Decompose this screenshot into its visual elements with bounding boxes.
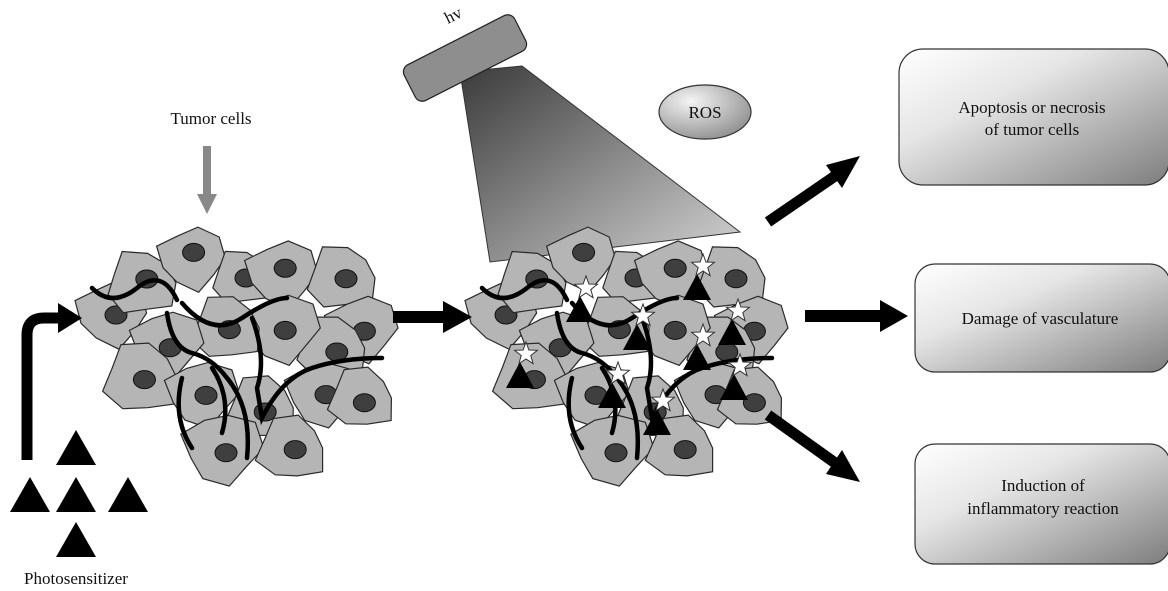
light-source-label: hv [441, 3, 465, 28]
photosensitizer-triangle [683, 344, 711, 370]
tumor-cluster-untreated [74, 226, 399, 487]
light-source [402, 14, 528, 102]
outcome-line: Induction of [1001, 476, 1085, 495]
ros-star [690, 322, 716, 347]
outcome-box-inflammation: Induction of inflammatory reaction [914, 443, 1168, 565]
cell-nucleus [182, 242, 206, 262]
photosensitizer-triangle [108, 477, 148, 512]
cell-nucleus [724, 269, 748, 289]
blood-vessel [639, 315, 775, 426]
outcome-line: Damage of vasculature [962, 309, 1119, 328]
cell-nucleus [132, 370, 156, 390]
ros-star [725, 297, 751, 322]
cell-nucleus [352, 393, 376, 413]
blood-vessel [89, 278, 180, 303]
blood-vessel [479, 278, 570, 303]
photosensitizer-triangle [506, 362, 534, 388]
light-beam [459, 65, 742, 263]
tumor-cluster-treated [464, 226, 789, 487]
photosensitizer-triangle [643, 409, 671, 435]
cell-nucleus [273, 320, 297, 340]
ros-star [630, 302, 656, 327]
ros-label: ROS [688, 103, 721, 122]
illumination-arrow [393, 301, 472, 333]
ros-star [650, 387, 676, 412]
outcome-arrow-inflammation [764, 410, 860, 482]
blood-vessel [176, 375, 195, 451]
tumor-cells-label: Tumor cells [170, 109, 251, 128]
cell-nucleus [283, 440, 307, 460]
photosensitizer-triangle [718, 319, 746, 345]
ros-star [727, 352, 753, 377]
cell-nucleus [273, 258, 297, 278]
photosensitizer-triangle [720, 374, 748, 400]
photosensitizer-triangle [598, 382, 626, 408]
blood-vessel [554, 310, 641, 461]
photosensitizer-triangle [10, 477, 50, 512]
photosensitizer-triangle [566, 296, 594, 322]
photosensitizer-triangle [683, 274, 711, 300]
ros-star [573, 274, 599, 299]
blood-vessel [164, 310, 251, 461]
cell-nucleus [194, 385, 218, 405]
photosensitizer-triangle [623, 324, 651, 350]
outcome-box-apoptosis: Apoptosis or necrosis of tumor cells [898, 48, 1168, 186]
photosensitizer-triangle [56, 522, 96, 557]
photosensitizer-triangle [56, 430, 96, 465]
outcome-line: Apoptosis or necrosis [958, 98, 1105, 117]
ros-star [690, 252, 716, 277]
cell-nucleus [572, 242, 596, 262]
ros-ellipse [658, 84, 752, 140]
outcome-arrow-apoptosis [764, 156, 860, 227]
photosensitizer-label: Photosensitizer [24, 569, 128, 588]
ros-star [605, 360, 631, 385]
cell-nucleus [334, 269, 358, 289]
photosensitizer-triangle [56, 477, 96, 512]
tumor-cells-arrow [197, 146, 217, 214]
uptake-arrow [21, 303, 82, 460]
blood-vessel [566, 375, 585, 451]
cell-nucleus [742, 393, 766, 413]
cell-nucleus [663, 320, 687, 340]
cell-nucleus [663, 258, 687, 278]
blood-vessel [249, 315, 385, 426]
photosensitizer-molecules [10, 430, 148, 557]
blood-vessel [179, 295, 290, 328]
outcome-line: inflammatory reaction [967, 499, 1119, 518]
ros-star [513, 340, 539, 365]
cell-nucleus [214, 443, 238, 463]
outcome-line: of tumor cells [985, 120, 1079, 139]
cell-nucleus [604, 443, 628, 463]
outcome-box-vasculature: Damage of vasculature [914, 263, 1168, 373]
blood-vessel [209, 365, 228, 436]
cell-nucleus [673, 440, 697, 460]
outcome-arrow-vasculature [805, 300, 908, 332]
